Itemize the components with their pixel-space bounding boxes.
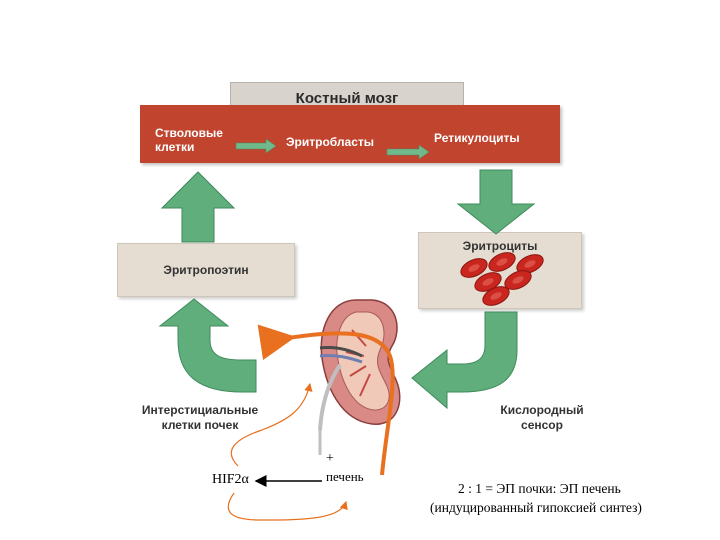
stem-cells-label: Стволовые клетки [155,126,223,154]
orange-thin-arrow-upper [230,382,313,467]
marrow-arrow-2 [386,144,430,160]
up-arrow [160,171,236,243]
oxygen-sensor-label: Кислородный сенсор [500,403,584,432]
kidney-illustration [318,299,401,455]
orange-thin-arrow-lower [227,492,348,521]
plus-sign: + [326,451,334,466]
liver-label: печень [326,469,364,484]
interstitial-cells-label: Интерстициальные клетки почек [141,403,259,432]
erythropoietin-panel: Эритропоэтин [117,243,295,297]
curve-arrow-right [411,311,518,410]
marrow-arrow-1 [235,138,277,154]
orange-large-arrow [257,324,395,476]
erythroblasts-label: Эритробласты [286,135,374,149]
erythrocytes-label: Эритроциты [462,239,538,253]
ratio-line-2: (индуцированный гипоксией синтез) [430,500,642,515]
erythropoietin-label: Эритропоэтин [163,263,249,277]
bone-marrow-bar [140,105,560,163]
curve-arrow-left [158,298,257,393]
ratio-line-1: 2 : 1 = ЭП почки: ЭП печень [458,481,621,496]
red-blood-cells [460,252,544,306]
reticulocytes-label: Ретикулоциты [434,131,520,145]
down-arrow [456,169,536,235]
hif2a-label: HIF2α [212,472,249,487]
